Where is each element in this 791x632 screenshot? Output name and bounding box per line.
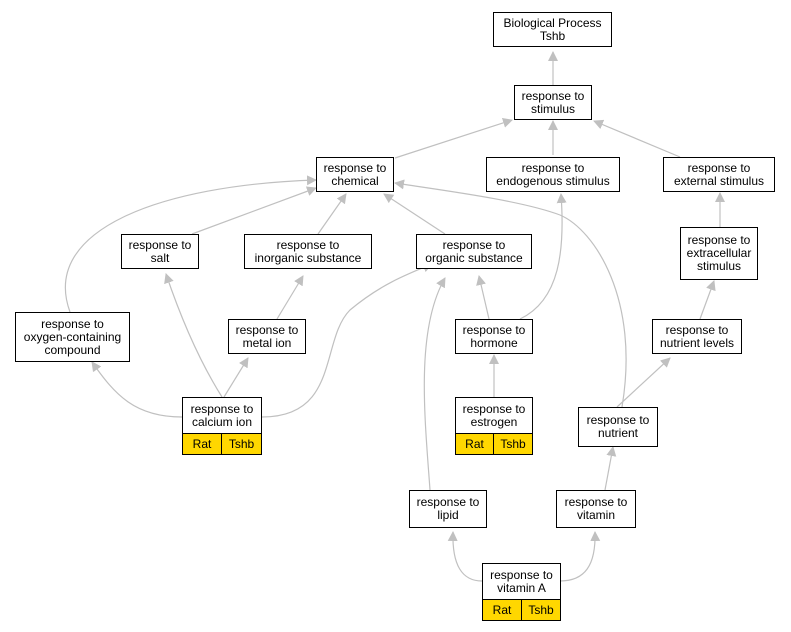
edge-lipid-organic [423,277,446,491]
estrogen-annotation-tags: Rat Tshb [455,433,533,455]
edge-metal-inorganic [276,275,304,320]
edge-nutrient-levels [616,357,671,408]
node-response-to-metal-ion[interactable]: response to metal ion [228,319,306,354]
node-response-to-extracellular-stimulus[interactable]: response to extracellular stimulus [680,227,758,280]
node-label: response to vitamin A [490,567,553,595]
node-label: response to salt [128,237,192,265]
node-label: response to lipid [416,495,480,522]
node-response-to-chemical[interactable]: response to chemical [316,157,394,192]
edge-nutrient-chemical [394,179,627,408]
edge-vitamin-a-lipid [447,531,483,582]
tag-gene-tshb[interactable]: Tshb [522,599,561,621]
node-response-to-oxygen-containing-compound[interactable]: response to oxygen-containing compound [15,312,130,362]
node-label: response to organic substance [425,237,523,265]
node-response-to-lipid[interactable]: response to lipid [409,490,487,528]
node-response-to-stimulus[interactable]: response to stimulus [514,85,592,120]
node-label: Biological Process Tshb [503,15,602,43]
edge-calcium-salt [164,273,223,398]
vitamin-a-annotation-tags: Rat Tshb [482,599,561,621]
edge-hormone-organic [476,275,490,320]
edge-calcium-organic [261,262,433,418]
node-response-to-organic-substance[interactable]: response to organic substance [416,234,532,269]
edge-calcium-metal [223,357,249,398]
edge-nutrient-levels-extracellular [699,280,716,320]
node-response-to-endogenous-stimulus[interactable]: response to endogenous stimulus [486,157,620,192]
node-label: response to estrogen [462,401,526,429]
node-response-to-salt[interactable]: response to salt [121,234,199,269]
edge-vitamin-nutrient [604,446,617,491]
node-label: response to endogenous stimulus [496,160,610,188]
edge-external-stimulus [593,119,681,158]
calcium-annotation-tags: Rat Tshb [182,433,262,455]
tag-species-rat[interactable]: Rat [482,599,522,621]
node-label: response to inorganic substance [254,237,362,265]
node-response-to-estrogen[interactable]: response to estrogen [455,397,533,434]
node-response-to-nutrient-levels[interactable]: response to nutrient levels [652,319,742,354]
node-response-to-external-stimulus[interactable]: response to external stimulus [663,157,775,192]
node-label: response to stimulus [521,88,585,116]
tag-gene-tshb[interactable]: Tshb [494,433,533,455]
node-response-to-vitamin[interactable]: response to vitamin [556,490,636,528]
node-biological-process-root[interactable]: Biological Process Tshb [493,12,612,47]
edge-organic-chemical [383,193,446,235]
node-response-to-hormone[interactable]: response to hormone [455,319,533,354]
node-response-to-calcium-ion[interactable]: response to calcium ion [182,397,262,434]
node-label: response to metal ion [235,322,299,350]
node-response-to-inorganic-substance[interactable]: response to inorganic substance [244,234,372,269]
tag-gene-tshb[interactable]: Tshb [222,433,262,455]
node-label: response to nutrient [586,413,650,440]
edge-vitamin-a-vitamin [559,531,601,582]
node-label: response to external stimulus [673,160,765,188]
node-label: response to hormone [462,322,526,350]
node-label: response to extracellular stimulus [686,233,752,273]
node-label: response to oxygen-containing compound [23,316,122,357]
node-label: response to vitamin [564,495,628,522]
tag-species-rat[interactable]: Rat [455,433,494,455]
node-response-to-nutrient[interactable]: response to nutrient [578,407,658,447]
edge-oxygen-chemical [64,175,317,313]
edge-salt-chemical [191,186,317,235]
tag-species-rat[interactable]: Rat [182,433,222,455]
edge-inorganic-chemical [317,193,347,235]
edge-hormone-endogenous [519,193,567,320]
edge-calcium-oxygen [91,361,183,418]
node-label: response to calcium ion [190,401,254,429]
node-label: response to nutrient levels [659,322,735,350]
node-response-to-vitamin-a[interactable]: response to vitamin A [482,563,561,600]
edge-chemical-stimulus [394,118,513,159]
node-label: response to chemical [323,160,387,188]
